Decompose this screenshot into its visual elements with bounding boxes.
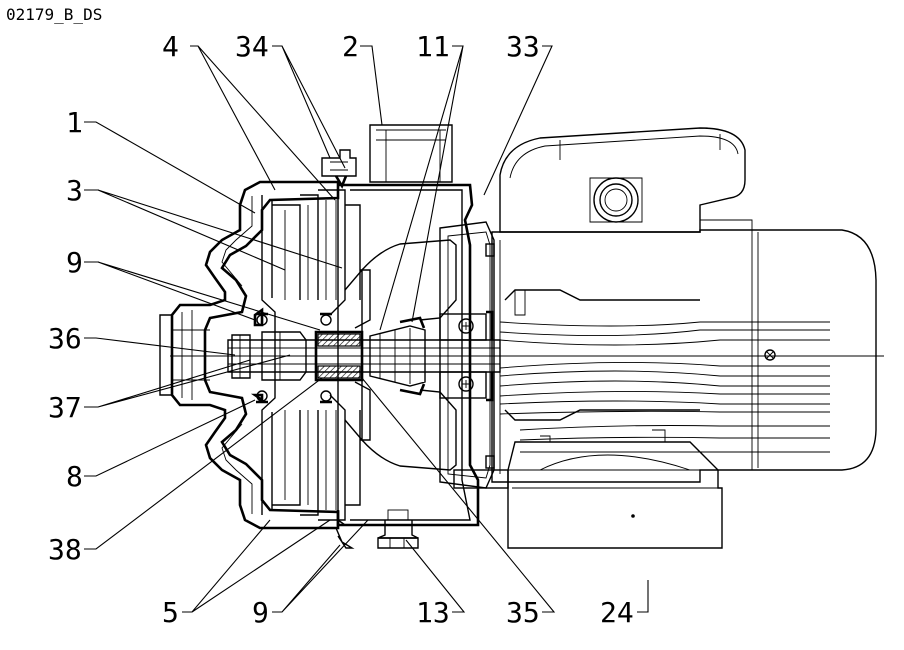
drawing-reference: 02179_B_DS (6, 5, 102, 24)
callout-24: 24 (600, 596, 634, 629)
motor-body (491, 229, 877, 483)
callout-9-upper: 9 (66, 246, 83, 279)
drain-valve-lower (335, 527, 355, 549)
callout-35: 35 (506, 596, 540, 629)
callout-37: 37 (48, 391, 82, 424)
callout-9-lower: 9 (252, 596, 269, 629)
callout-34: 34 (235, 30, 269, 63)
air-vent-valve (321, 149, 357, 189)
callout-3: 3 (66, 174, 83, 207)
callout-11: 11 (416, 30, 450, 63)
impeller-stack (250, 189, 371, 521)
motor-foot (453, 429, 723, 549)
callout-1: 1 (66, 106, 83, 139)
callout-labels: 4 34 2 11 33 1 3 9 36 37 8 38 5 9 13 35 … (48, 30, 634, 629)
callout-5: 5 (162, 596, 179, 629)
callout-38: 38 (48, 533, 82, 566)
callout-4: 4 (162, 30, 179, 63)
shaft-assembly (227, 243, 501, 469)
terminal-box (499, 127, 753, 233)
callout-36: 36 (48, 322, 82, 355)
callout-2: 2 (342, 30, 359, 63)
callout-13: 13 (416, 596, 450, 629)
leader-lines (84, 45, 649, 613)
front-cover (159, 180, 340, 530)
callout-8: 8 (66, 460, 83, 493)
callout-33: 33 (506, 30, 540, 63)
